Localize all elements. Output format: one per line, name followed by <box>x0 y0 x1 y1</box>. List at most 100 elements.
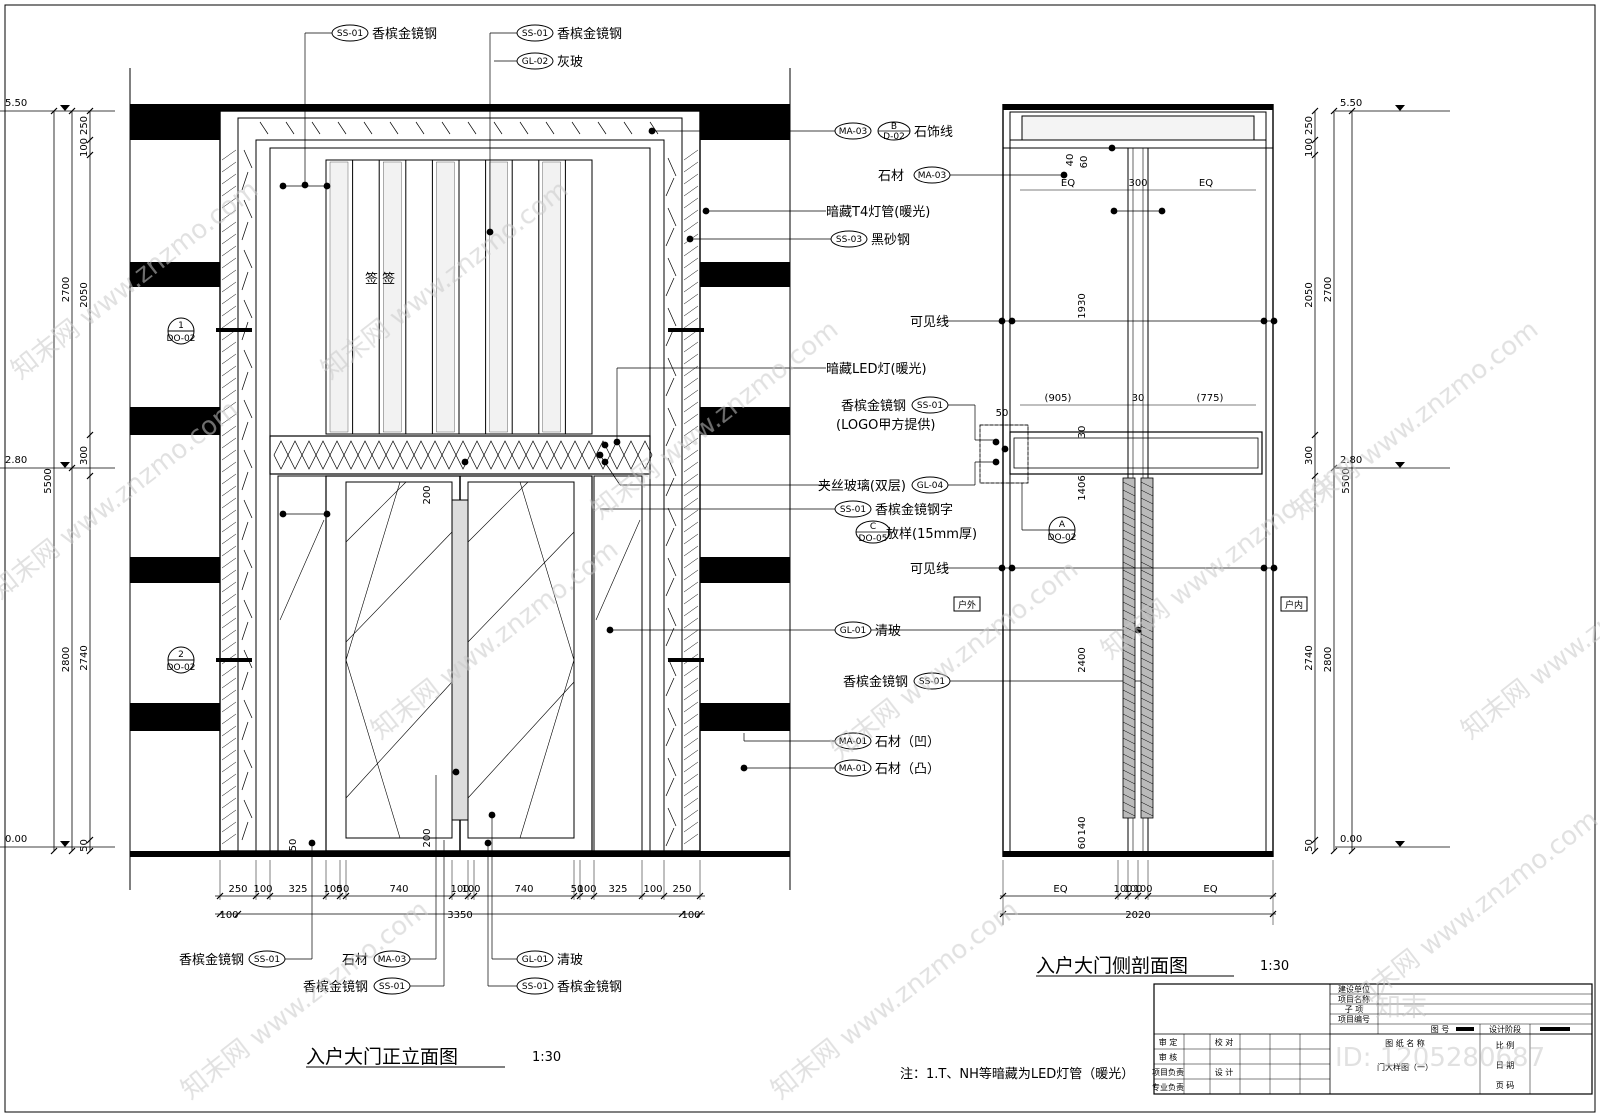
hatch <box>221 689 237 701</box>
tb-right-5: 设计阶段 <box>1489 1024 1521 1034</box>
stone-band-left <box>130 407 220 435</box>
dim-inner-1: 200 <box>422 828 433 847</box>
front-title: 入户大门正立面图 <box>306 1046 458 1068</box>
callout-top-ss01-code: SS-01 <box>337 29 363 39</box>
side-dim-bottom-0: EQ <box>1053 884 1067 895</box>
inside-box <box>1280 596 1308 612</box>
hatch <box>221 317 237 329</box>
callout-led-dot <box>613 438 621 446</box>
hatch <box>221 221 237 233</box>
callout-bottom-4-text: 香槟金镜钢 <box>557 979 622 995</box>
marble-vein <box>243 149 253 169</box>
hatch <box>221 233 237 245</box>
dim-tick <box>1311 847 1319 855</box>
handle-hatch <box>1140 481 1154 489</box>
hatch <box>221 413 237 425</box>
dim-bottom-10: 100 <box>577 884 596 895</box>
hatch <box>683 269 699 281</box>
dim-tick <box>1134 892 1142 900</box>
detail-dashed <box>979 424 1029 484</box>
handle-hatch <box>1122 665 1136 673</box>
hatch <box>683 557 699 569</box>
marble-vein <box>665 577 675 597</box>
dim-bottom-12: 100 <box>643 884 662 895</box>
marble-vein <box>241 821 249 841</box>
visible-line-dot <box>1008 317 1016 325</box>
marble-vein <box>363 121 373 135</box>
glass-mark <box>467 681 575 799</box>
dim-40: 40 <box>1065 154 1076 167</box>
hatch <box>683 773 699 785</box>
hatch <box>683 173 699 185</box>
dim-left-3: 300 <box>79 446 90 465</box>
hatch <box>221 257 237 269</box>
marble-vein <box>243 299 253 319</box>
dim-tick <box>1269 892 1277 900</box>
callout-black-steel-text: 黑砂钢 <box>871 233 910 248</box>
watermark-logo: 知末 <box>1375 993 1427 1023</box>
side-leader-dot <box>1108 144 1116 152</box>
hatch <box>683 629 699 641</box>
hatch <box>683 797 699 809</box>
dim-tick <box>999 892 1007 900</box>
hatch <box>683 785 699 797</box>
hatch <box>683 197 699 209</box>
hatch <box>683 377 699 389</box>
marble-vein <box>667 307 677 327</box>
dim-30: 30 <box>1132 393 1145 404</box>
callout-stone-raised-code: MA-01 <box>839 764 867 774</box>
hatch <box>221 185 237 197</box>
dim-300: 300 <box>1128 178 1147 189</box>
handle-hatch <box>1122 769 1136 777</box>
handle-hatch <box>1122 641 1136 649</box>
handle-hatch <box>1122 761 1136 769</box>
stone-band-left <box>130 262 220 287</box>
marble-vein <box>665 627 675 647</box>
marble-vein <box>243 399 253 419</box>
hatch <box>683 341 699 353</box>
dim-tick <box>1330 107 1338 115</box>
marble-vein <box>243 599 253 619</box>
hatch <box>683 749 699 761</box>
callout-clear-glass-code: GL-01 <box>840 626 867 636</box>
stone-band-left <box>130 111 220 140</box>
marble-vein <box>389 121 399 135</box>
handle-hatch <box>1140 545 1154 553</box>
glass-mark <box>345 681 453 799</box>
dim-tick <box>678 910 686 918</box>
marble-vein <box>665 177 675 197</box>
door-swing <box>345 481 401 661</box>
hatch <box>221 617 237 629</box>
stone-band-right <box>700 557 790 583</box>
marble-vein <box>665 277 675 297</box>
marble-vein <box>259 121 269 135</box>
callout-bottom-0-code: SS-01 <box>254 955 280 965</box>
handle-hatch <box>1140 745 1154 753</box>
side-dim-0: 250 <box>1304 116 1315 135</box>
callout-letters-code: SS-01 <box>840 505 866 515</box>
hatch <box>683 209 699 221</box>
callout-stone-text: 石材 <box>878 169 904 184</box>
dim-tick <box>86 107 94 115</box>
marble-vein <box>241 521 249 541</box>
callout-wireglass-dot <box>596 451 604 459</box>
dim-bottom-1: 100 <box>253 884 272 895</box>
marble-vein <box>667 407 677 427</box>
callout-letters-text: 香槟金镜钢字 <box>875 502 953 518</box>
hatch <box>221 497 237 509</box>
dim-total-left: 100 <box>219 910 238 921</box>
door-swing <box>345 659 401 839</box>
sheet-border <box>4 4 1596 1113</box>
hatch <box>683 497 699 509</box>
marble-vein <box>667 257 677 277</box>
front-scale: 1:30 <box>532 1050 561 1065</box>
front-level-mid-text: 2.80 <box>5 455 27 466</box>
marble-vein <box>241 271 249 291</box>
hatch <box>683 809 699 821</box>
hatch <box>683 353 699 365</box>
dim-tick <box>1311 136 1319 144</box>
hatch <box>221 605 237 617</box>
handle-hatch <box>1122 489 1136 497</box>
handle-hatch <box>1122 777 1136 785</box>
front-level-floor-mark <box>60 841 70 847</box>
